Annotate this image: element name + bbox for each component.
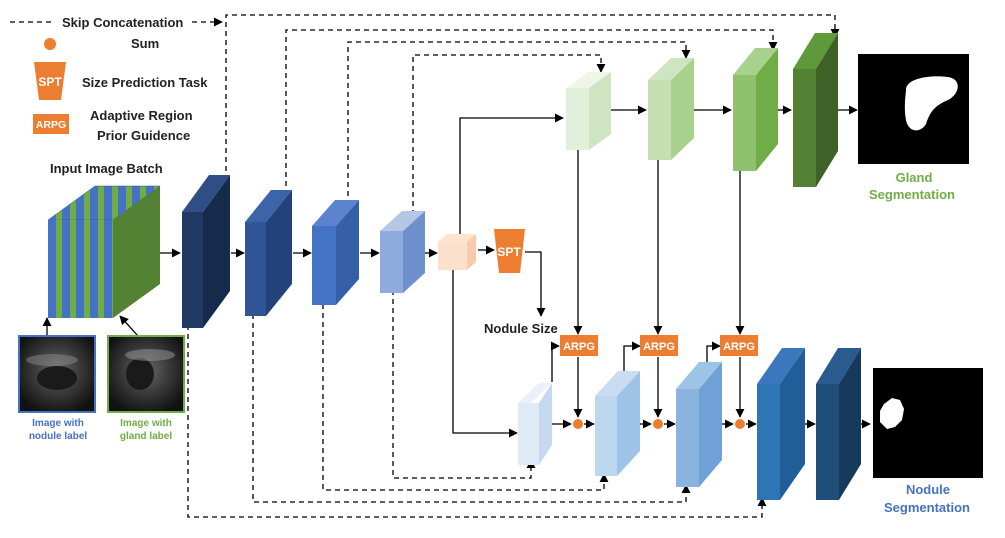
svg-text:Image with: Image with	[120, 418, 172, 429]
spt-block: SPT	[494, 229, 525, 273]
arpg-block-1: ARPG	[560, 335, 598, 356]
batch-front-face	[48, 220, 113, 318]
skip-e2-g3	[285, 29, 778, 195]
spt-block-label: SPT	[497, 245, 521, 259]
skip-connections	[10, 14, 840, 518]
sum-node-3	[735, 419, 745, 429]
skip-e4-n1	[392, 290, 536, 479]
nodule-decoder-block-4	[757, 348, 805, 500]
arpg-legend-tag: ARPG	[36, 119, 66, 131]
skip-e4-g1	[412, 54, 606, 215]
gland-decoder-block-4	[793, 33, 838, 187]
image-with-nodule-label: Image with nodule label	[18, 335, 96, 442]
svg-text:ARPG: ARPG	[643, 341, 675, 353]
nodule-mask-shape	[880, 398, 904, 429]
bottleneck-block	[438, 234, 476, 270]
skip-e3-g2	[347, 41, 691, 205]
sum-node-2	[653, 419, 663, 429]
encoder-block-2	[245, 190, 292, 316]
svg-text:gland label: gland label	[120, 431, 172, 442]
svg-text:ARPG: ARPG	[723, 341, 755, 353]
legend-arpg-label-1: Adaptive Region	[90, 108, 193, 123]
nodule-segmentation-output: Nodule Segmentation	[873, 368, 983, 515]
nodule-decoder-block-1	[518, 383, 552, 465]
svg-text:Segmentation: Segmentation	[869, 187, 955, 202]
solid-connections	[42, 105, 871, 438]
skip-e1-n4	[187, 325, 767, 518]
legend-sum-label: Sum	[131, 36, 159, 51]
legend: Skip Concatenation Sum SPT Size Predicti…	[33, 15, 208, 143]
gland-segmentation-output: Gland Segmentation	[858, 54, 969, 202]
encoder-block-3	[312, 200, 359, 305]
svg-text:Nodule: Nodule	[906, 482, 950, 497]
svg-text:Segmentation: Segmentation	[884, 500, 970, 515]
svg-text:Gland: Gland	[896, 170, 933, 185]
encoder-block-4	[380, 211, 425, 293]
legend-arpg-label-2: Prior Guidence	[97, 128, 190, 143]
gland-mask-shape	[904, 76, 958, 131]
skip-e3-n2	[322, 304, 609, 491]
nodule-decoder-block-5	[816, 348, 861, 500]
svg-text:Image with: Image with	[32, 418, 84, 429]
image-with-gland-label: Image with gland label	[107, 335, 185, 442]
legend-spt-label: Size Prediction Task	[82, 75, 208, 90]
nodule-decoder-block-3	[676, 362, 722, 487]
legend-skip-label: Skip Concatenation	[62, 15, 183, 30]
nodule-decoder	[518, 348, 861, 500]
spt-legend-icon	[34, 62, 66, 100]
gland-decoder-block-2	[648, 58, 694, 160]
input-batch-label: Input Image Batch	[50, 161, 163, 176]
arpg-block-3: ARPG	[720, 335, 758, 356]
spt-legend-tag: SPT	[38, 75, 62, 89]
input-image-batch: Input Image Batch	[47, 161, 163, 318]
gland-decoder-block-1	[566, 72, 611, 150]
nodule-size-label: Nodule Size	[484, 321, 558, 336]
svg-text:nodule label: nodule label	[29, 431, 88, 442]
gland-decoder-block-3	[733, 48, 778, 171]
nodule-decoder-block-2	[595, 371, 640, 476]
svg-text:ARPG: ARPG	[563, 341, 595, 353]
gland-decoder	[566, 33, 838, 187]
encoder-block-1	[182, 175, 230, 328]
batch-side-face	[113, 186, 160, 318]
arpg-legend-icon	[33, 114, 69, 134]
skip-e1-g4	[225, 14, 840, 180]
arpg-block-2: ARPG	[640, 335, 678, 356]
sum-node-1	[573, 419, 583, 429]
sum-icon	[44, 38, 56, 50]
encoder	[182, 175, 476, 328]
skip-e2-n3	[252, 314, 691, 503]
